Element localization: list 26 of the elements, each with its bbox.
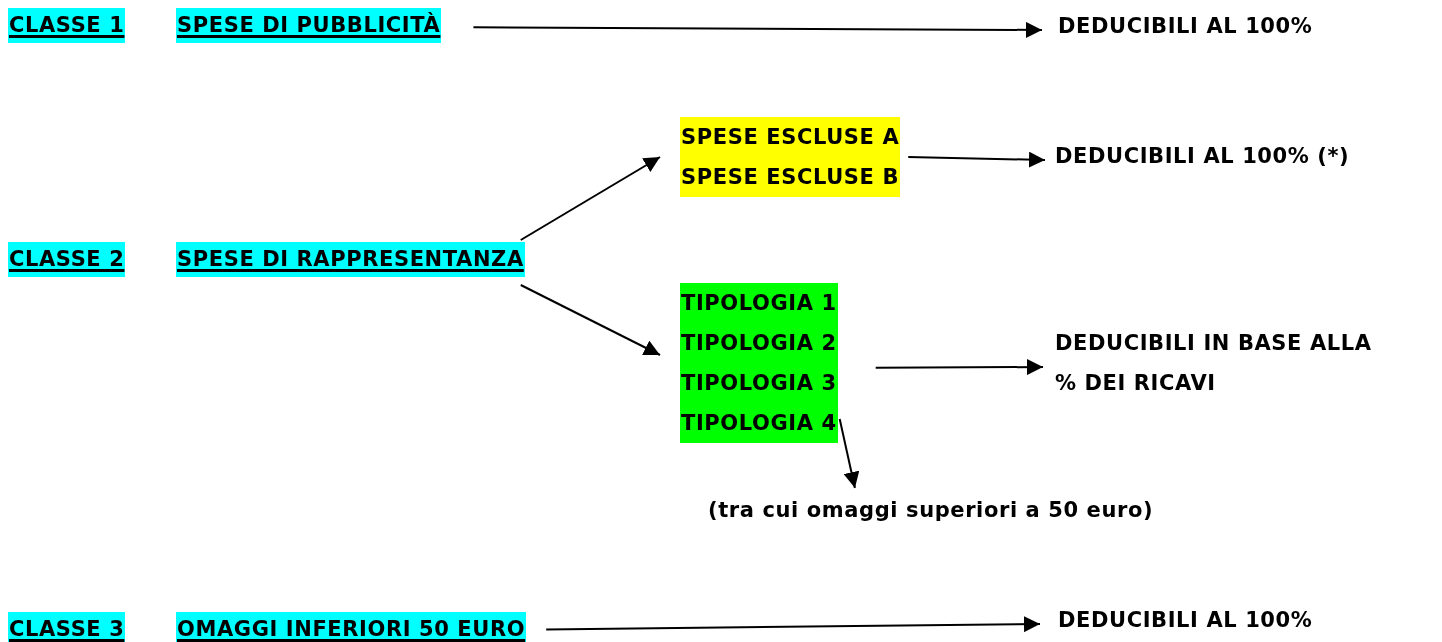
item-text: SPESE ESCLUSE A	[680, 124, 901, 151]
item-text: SPESE ESCLUSE B	[680, 164, 900, 191]
arrow	[838, 418, 860, 489]
result-text: DEDUCIBILI IN BASE ALLA % DEI RICAVI	[1055, 323, 1395, 403]
note-text: (tra cui omaggi superiori a 50 euro)	[708, 490, 1154, 530]
arrow	[472, 21, 1043, 38]
result-text: DEDUCIBILI AL 100%	[1058, 6, 1313, 46]
arrow	[545, 616, 1041, 633]
highlight-box	[680, 283, 838, 443]
item-text: TIPOLOGIA 1	[680, 290, 838, 317]
result-text: DEDUCIBILI AL 100% (*)	[1055, 136, 1350, 176]
category-label: CLASSE 1	[8, 12, 126, 39]
category-label: CLASSE 2	[8, 246, 126, 273]
arrow	[519, 156, 661, 241]
item-text: TIPOLOGIA 3	[680, 370, 838, 397]
category-label: OMAGGI INFERIORI 50 EURO	[176, 616, 527, 642]
category-label: SPESE DI PUBBLICITÀ	[176, 11, 442, 39]
item-text: TIPOLOGIA 4	[680, 410, 838, 437]
arrow	[907, 151, 1046, 168]
category-label: SPESE DI RAPPRESENTANZA	[176, 246, 525, 273]
item-text: TIPOLOGIA 2	[680, 330, 838, 357]
category-label: CLASSE 3	[8, 616, 126, 642]
arrow	[874, 359, 1044, 376]
result-text: DEDUCIBILI AL 100%	[1058, 600, 1313, 640]
highlight-box	[680, 117, 901, 197]
arrow	[519, 284, 661, 356]
